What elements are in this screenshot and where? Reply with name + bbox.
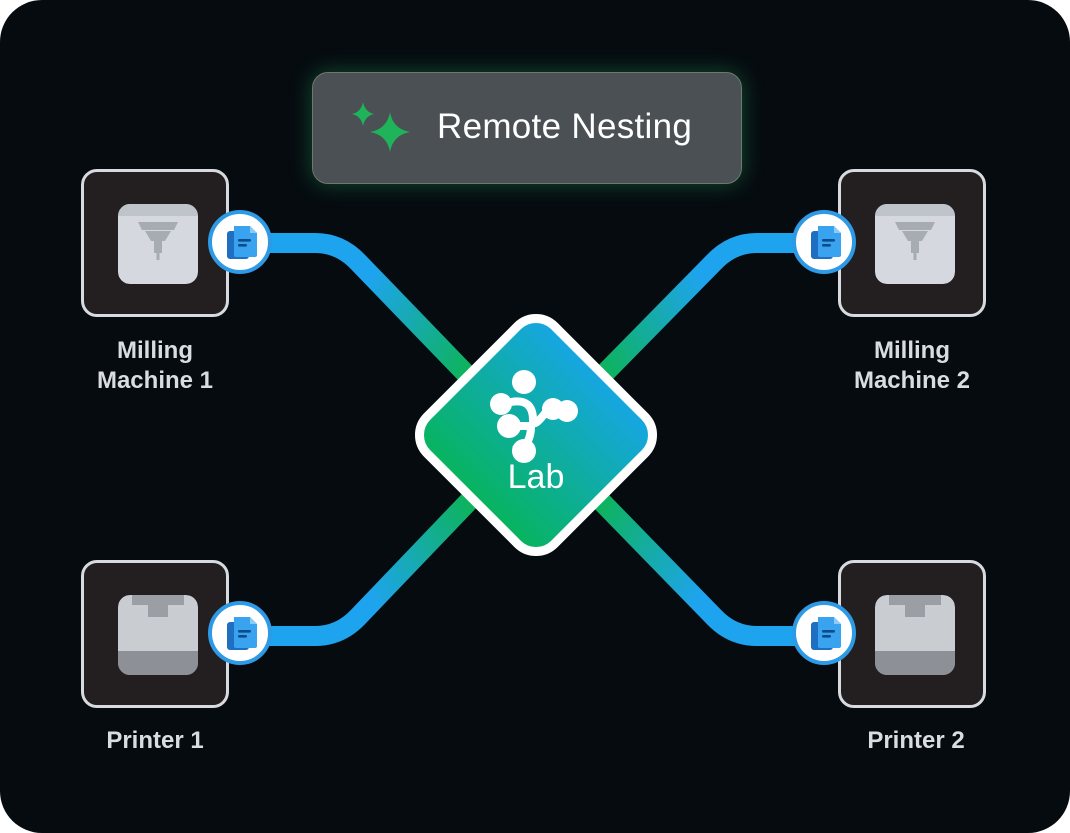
milling-machine-icon — [875, 204, 955, 284]
printer-1-node[interactable] — [81, 560, 229, 708]
document-icon — [811, 617, 841, 650]
sparkle-icon — [352, 102, 410, 152]
lab-hub[interactable] — [401, 300, 671, 570]
printer-2-node[interactable] — [838, 560, 986, 708]
document-badge-printer-2[interactable] — [792, 601, 856, 665]
milling-machine-2-node[interactable] — [838, 169, 986, 317]
wire-milling-1 — [262, 233, 478, 385]
printer-1-label: Printer 1 — [106, 727, 204, 754]
document-icon — [811, 226, 841, 259]
document-badge-milling-1[interactable] — [208, 210, 272, 274]
wire-printer-1 — [262, 493, 478, 646]
milling-machine-1-node[interactable] — [81, 169, 229, 317]
milling-machine-2-label: Milling Machine 2 — [853, 337, 971, 394]
wire-milling-2 — [592, 233, 810, 386]
document-badge-printer-1[interactable] — [208, 601, 272, 665]
network-nodes-icon — [490, 370, 578, 463]
remote-nesting-title: Remote Nesting — [437, 107, 693, 146]
printer-icon — [118, 595, 198, 675]
milling-machine-1-label: Milling Machine 1 — [96, 337, 214, 394]
document-icon — [227, 226, 257, 259]
lab-label: Lab — [507, 458, 565, 496]
wire-printer-2 — [592, 493, 810, 646]
printer-2-label: Printer 2 — [867, 727, 965, 754]
printer-icon — [875, 595, 955, 675]
document-badge-milling-2[interactable] — [792, 210, 856, 274]
document-icon — [227, 617, 257, 650]
milling-machine-icon — [118, 204, 198, 284]
